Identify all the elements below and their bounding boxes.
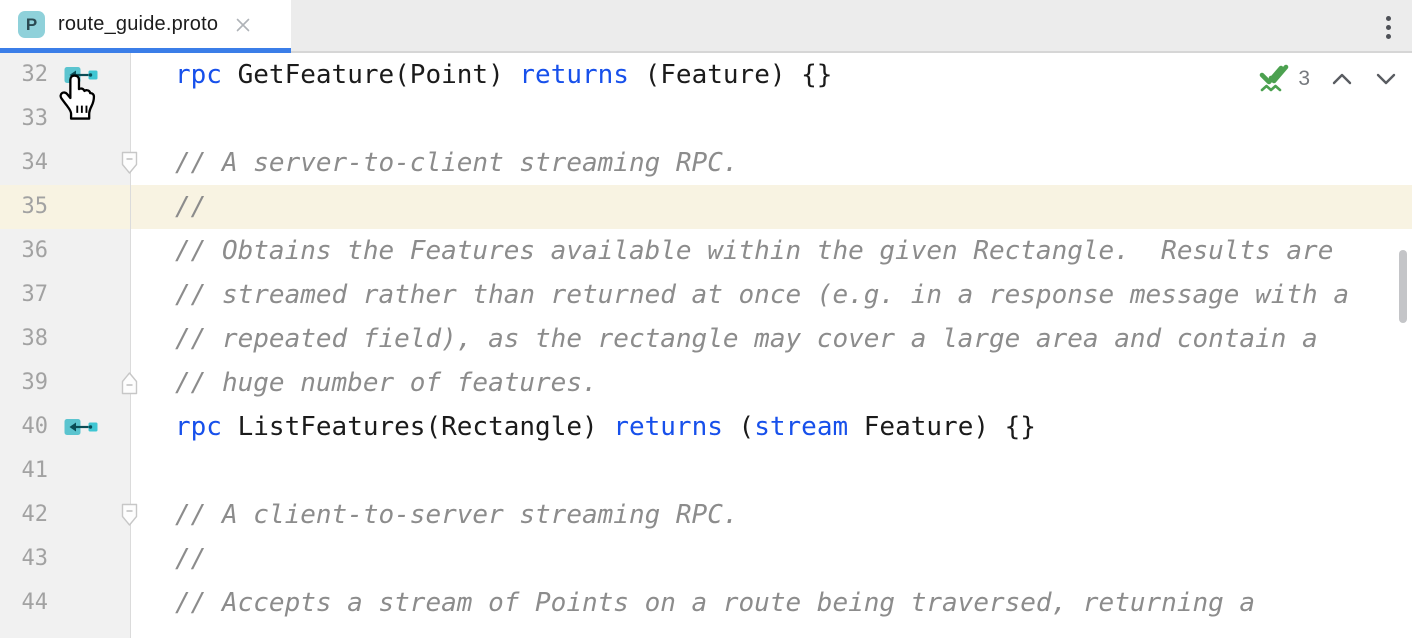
code-line[interactable]: 34 // A server-to-client streaming RPC. (0, 141, 1412, 185)
line-number[interactable]: 34 (21, 150, 49, 175)
line-number[interactable]: 37 (21, 282, 49, 307)
code-line[interactable]: 32 rpc GetFeature(Point) returns (Feature… (0, 53, 1412, 97)
gutter (0, 53, 130, 638)
line-number[interactable]: 38 (21, 326, 49, 351)
chevron-up-icon (1332, 73, 1352, 85)
code-text[interactable]: rpc ListFeatures(Rectangle) returns (str… (175, 412, 1036, 442)
tab-bar-divider (0, 51, 1412, 53)
code-text[interactable]: // huge number of features. (175, 368, 598, 398)
editor-tab-bar: P route_guide.proto (0, 0, 1412, 53)
analysis-widget: 3 (1258, 61, 1398, 97)
line-number[interactable]: 33 (21, 106, 49, 131)
inspections-ok-icon[interactable] (1258, 62, 1291, 96)
line-number[interactable]: 44 (21, 590, 49, 615)
tab-title: route_guide.proto (58, 13, 219, 35)
code-lines: 32 rpc GetFeature(Point) returns (Feature… (0, 53, 1412, 625)
line-number[interactable]: 42 (21, 502, 49, 527)
code-text[interactable]: // (175, 544, 207, 574)
tab-route-guide-proto[interactable]: P route_guide.proto (0, 0, 291, 53)
code-line[interactable]: 38 // repeated field), as the rectangle m… (0, 317, 1412, 361)
code-line-current[interactable]: 35 // (0, 185, 1412, 229)
code-text[interactable]: // A client-to-server streaming RPC. (175, 500, 739, 530)
next-occurrence-button[interactable] (1374, 69, 1398, 89)
line-number[interactable]: 43 (21, 546, 49, 571)
line-number[interactable]: 36 (21, 238, 49, 263)
active-tab-indicator (0, 48, 291, 53)
tab-close-button[interactable] (232, 14, 254, 36)
code-line[interactable]: 41 (0, 449, 1412, 493)
code-line[interactable]: 36 // Obtains the Features available with… (0, 229, 1412, 273)
line-number[interactable]: 39 (21, 370, 49, 395)
code-line[interactable]: 33 (0, 97, 1412, 141)
code-text[interactable]: // Obtains the Features available within… (175, 236, 1334, 266)
gutter-divider (130, 53, 131, 638)
code-line[interactable]: 37 // streamed rather than returned at on… (0, 273, 1412, 317)
code-text[interactable]: // Accepts a stream of Points on a route… (175, 588, 1256, 618)
code-line[interactable]: 43 // (0, 537, 1412, 581)
code-line[interactable]: 42 // A client-to-server streaming RPC. (0, 493, 1412, 537)
previous-occurrence-button[interactable] (1330, 69, 1354, 89)
code-text[interactable]: rpc GetFeature(Point) returns (Feature) … (175, 60, 833, 90)
fold-marker-icon[interactable] (121, 151, 138, 175)
code-text[interactable]: // (175, 192, 207, 222)
fold-marker-icon[interactable] (121, 371, 138, 395)
rpc-implementation-icon[interactable] (64, 66, 98, 84)
editor-pane: 32 rpc GetFeature(Point) returns (Feature… (0, 53, 1412, 638)
code-text[interactable]: // streamed rather than returned at once… (175, 280, 1349, 310)
fold-marker-icon[interactable] (121, 503, 138, 527)
tab-options-menu-button[interactable] (1376, 13, 1400, 41)
code-line[interactable]: 39 // huge number of features. (0, 361, 1412, 405)
line-number[interactable]: 32 (21, 62, 49, 87)
proto-file-icon: P (18, 11, 45, 38)
line-number[interactable]: 40 (21, 414, 49, 439)
line-number[interactable]: 41 (21, 458, 49, 483)
problem-count: 3 (1298, 67, 1310, 90)
code-line[interactable]: 44 // Accepts a stream of Points on a rou… (0, 581, 1412, 625)
chevron-down-icon (1376, 73, 1396, 85)
code-text[interactable]: // A server-to-client streaming RPC. (175, 148, 739, 178)
scrollbar-thumb[interactable] (1399, 250, 1407, 323)
code-line[interactable]: 40 rpc ListFeatures(Rectangle) returns (s… (0, 405, 1412, 449)
code-text[interactable]: // repeated field), as the rectangle may… (175, 324, 1318, 354)
close-icon (236, 18, 250, 31)
line-number[interactable]: 35 (21, 194, 49, 219)
rpc-implementation-icon[interactable] (64, 418, 98, 436)
